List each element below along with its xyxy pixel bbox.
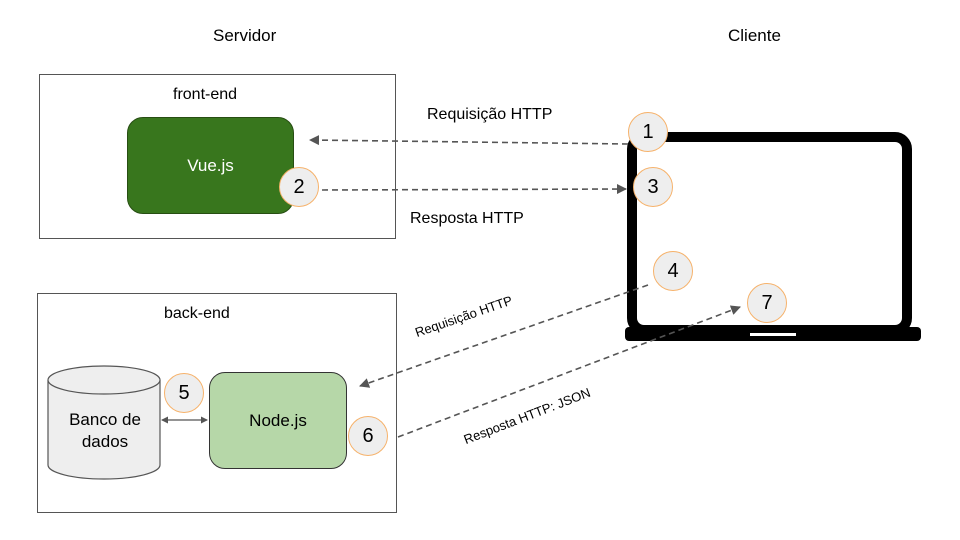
database-label-line2: dados <box>81 432 129 451</box>
backend-title: back-end <box>164 305 230 322</box>
label-request-front: Requisição HTTP <box>427 106 553 123</box>
arrow-request-front <box>309 135 629 146</box>
step-badge-6: 6 <box>348 416 388 456</box>
step-badge-2: 2 <box>279 167 319 207</box>
label-response-front: Resposta HTTP <box>410 210 524 227</box>
database-label: Banco de dados <box>55 409 155 453</box>
server-heading: Servidor <box>213 26 277 45</box>
arrow-response-back <box>397 305 741 438</box>
laptop-icon <box>625 132 921 341</box>
vue-node: Vue.js <box>127 117 294 214</box>
client-heading: Cliente <box>728 26 781 45</box>
database-label-line1: Banco de <box>69 410 141 429</box>
step-badge-3: 3 <box>633 167 673 207</box>
database-cylinder <box>47 365 161 480</box>
step-badge-1: 1 <box>628 112 668 152</box>
nodejs-node: Node.js <box>209 372 347 469</box>
step-badge-7: 7 <box>747 283 787 323</box>
arrow-response-front <box>321 184 627 195</box>
arrow-request-back <box>359 284 649 388</box>
frontend-title: front-end <box>173 86 238 103</box>
step-badge-4: 4 <box>653 251 693 291</box>
step-badge-5: 5 <box>164 373 204 413</box>
